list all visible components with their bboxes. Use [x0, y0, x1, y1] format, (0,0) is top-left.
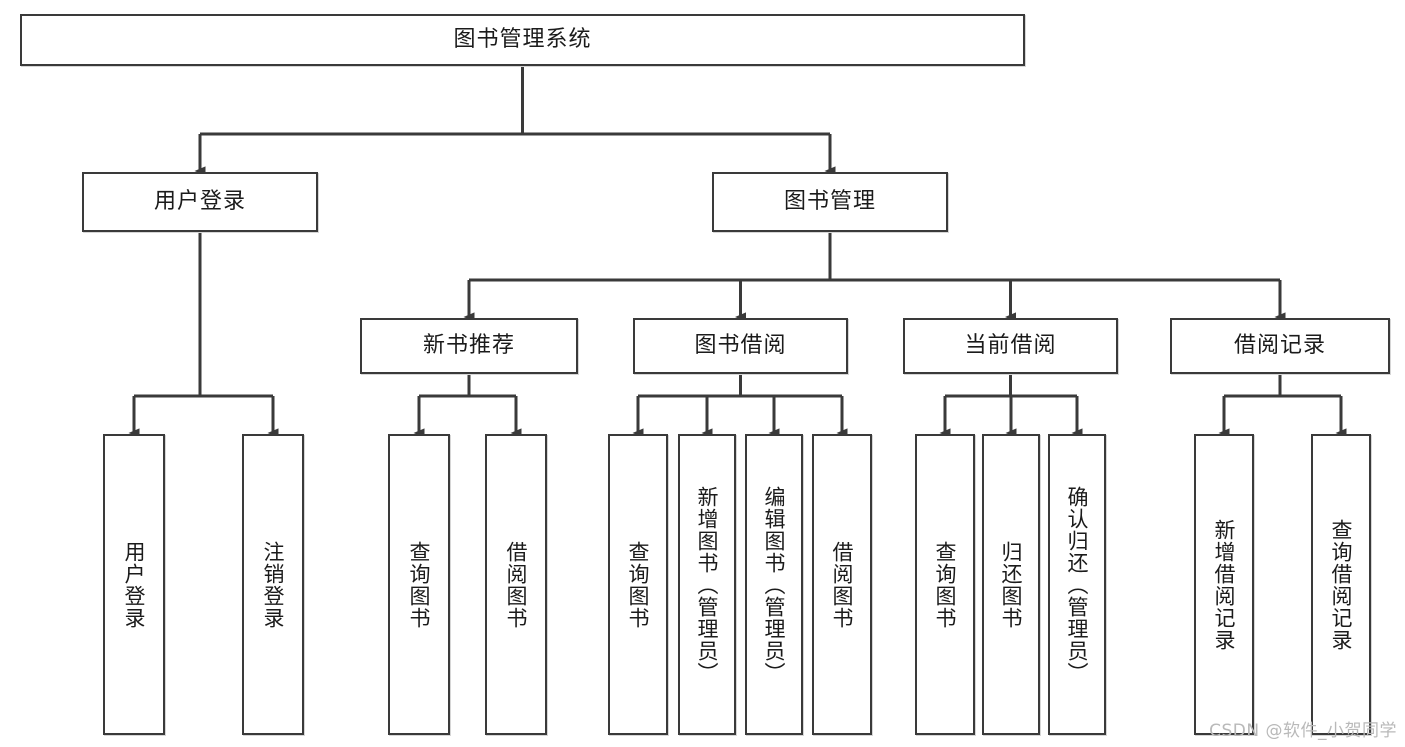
node-l-bor-4[interactable]: 借阅图书: [812, 434, 872, 735]
node-l-login-1[interactable]: 用户登录: [103, 434, 165, 735]
node-label: 图书管理系统: [453, 26, 592, 52]
node-l-bor-3[interactable]: 编辑图书（管理员）: [745, 434, 803, 735]
node-login[interactable]: 用户登录: [82, 172, 318, 232]
node-l-rec-2[interactable]: 查询借阅记录: [1311, 434, 1371, 735]
node-label: 借阅图书: [830, 540, 855, 629]
node-l-cur-1[interactable]: 查询图书: [915, 434, 975, 735]
node-current[interactable]: 当前借阅: [903, 318, 1118, 374]
node-label: 图书借阅: [694, 332, 787, 358]
node-label: 注销登录: [261, 540, 286, 629]
node-borrow[interactable]: 图书借阅: [633, 318, 848, 374]
node-label: 新增图书（管理员）: [695, 485, 720, 684]
node-l-bor-2[interactable]: 新增图书（管理员）: [678, 434, 736, 735]
node-l-rec-1[interactable]: 新增借阅记录: [1194, 434, 1254, 735]
node-l-cur-2[interactable]: 归还图书: [982, 434, 1040, 735]
node-label: 借阅图书: [504, 540, 529, 629]
node-label: 查询借阅记录: [1329, 518, 1354, 651]
node-label: 用户登录: [122, 540, 147, 629]
node-l-login-2[interactable]: 注销登录: [242, 434, 304, 735]
node-label: 新书推荐: [422, 332, 515, 358]
node-label: 查询图书: [933, 540, 958, 629]
node-label: 图书管理: [783, 188, 876, 214]
node-l-new-2[interactable]: 借阅图书: [485, 434, 547, 735]
node-label: 查询图书: [626, 540, 651, 629]
node-l-new-1[interactable]: 查询图书: [388, 434, 450, 735]
node-label: 借阅记录: [1233, 332, 1326, 358]
edge-paths: [128, 66, 1347, 438]
node-label: 归还图书: [999, 540, 1024, 629]
node-records[interactable]: 借阅记录: [1170, 318, 1390, 374]
node-bookmgmt[interactable]: 图书管理: [712, 172, 948, 232]
node-label: 当前借阅: [964, 332, 1057, 358]
node-newbook[interactable]: 新书推荐: [360, 318, 578, 374]
node-label: 用户登录: [153, 188, 246, 214]
node-label: 新增借阅记录: [1212, 518, 1237, 651]
node-label: 确认归还（管理员）: [1065, 485, 1090, 684]
node-l-bor-1[interactable]: 查询图书: [608, 434, 668, 735]
node-l-cur-3[interactable]: 确认归还（管理员）: [1048, 434, 1106, 735]
node-label: 编辑图书（管理员）: [762, 485, 787, 684]
node-label: 查询图书: [407, 540, 432, 629]
node-root[interactable]: 图书管理系统: [20, 14, 1025, 66]
